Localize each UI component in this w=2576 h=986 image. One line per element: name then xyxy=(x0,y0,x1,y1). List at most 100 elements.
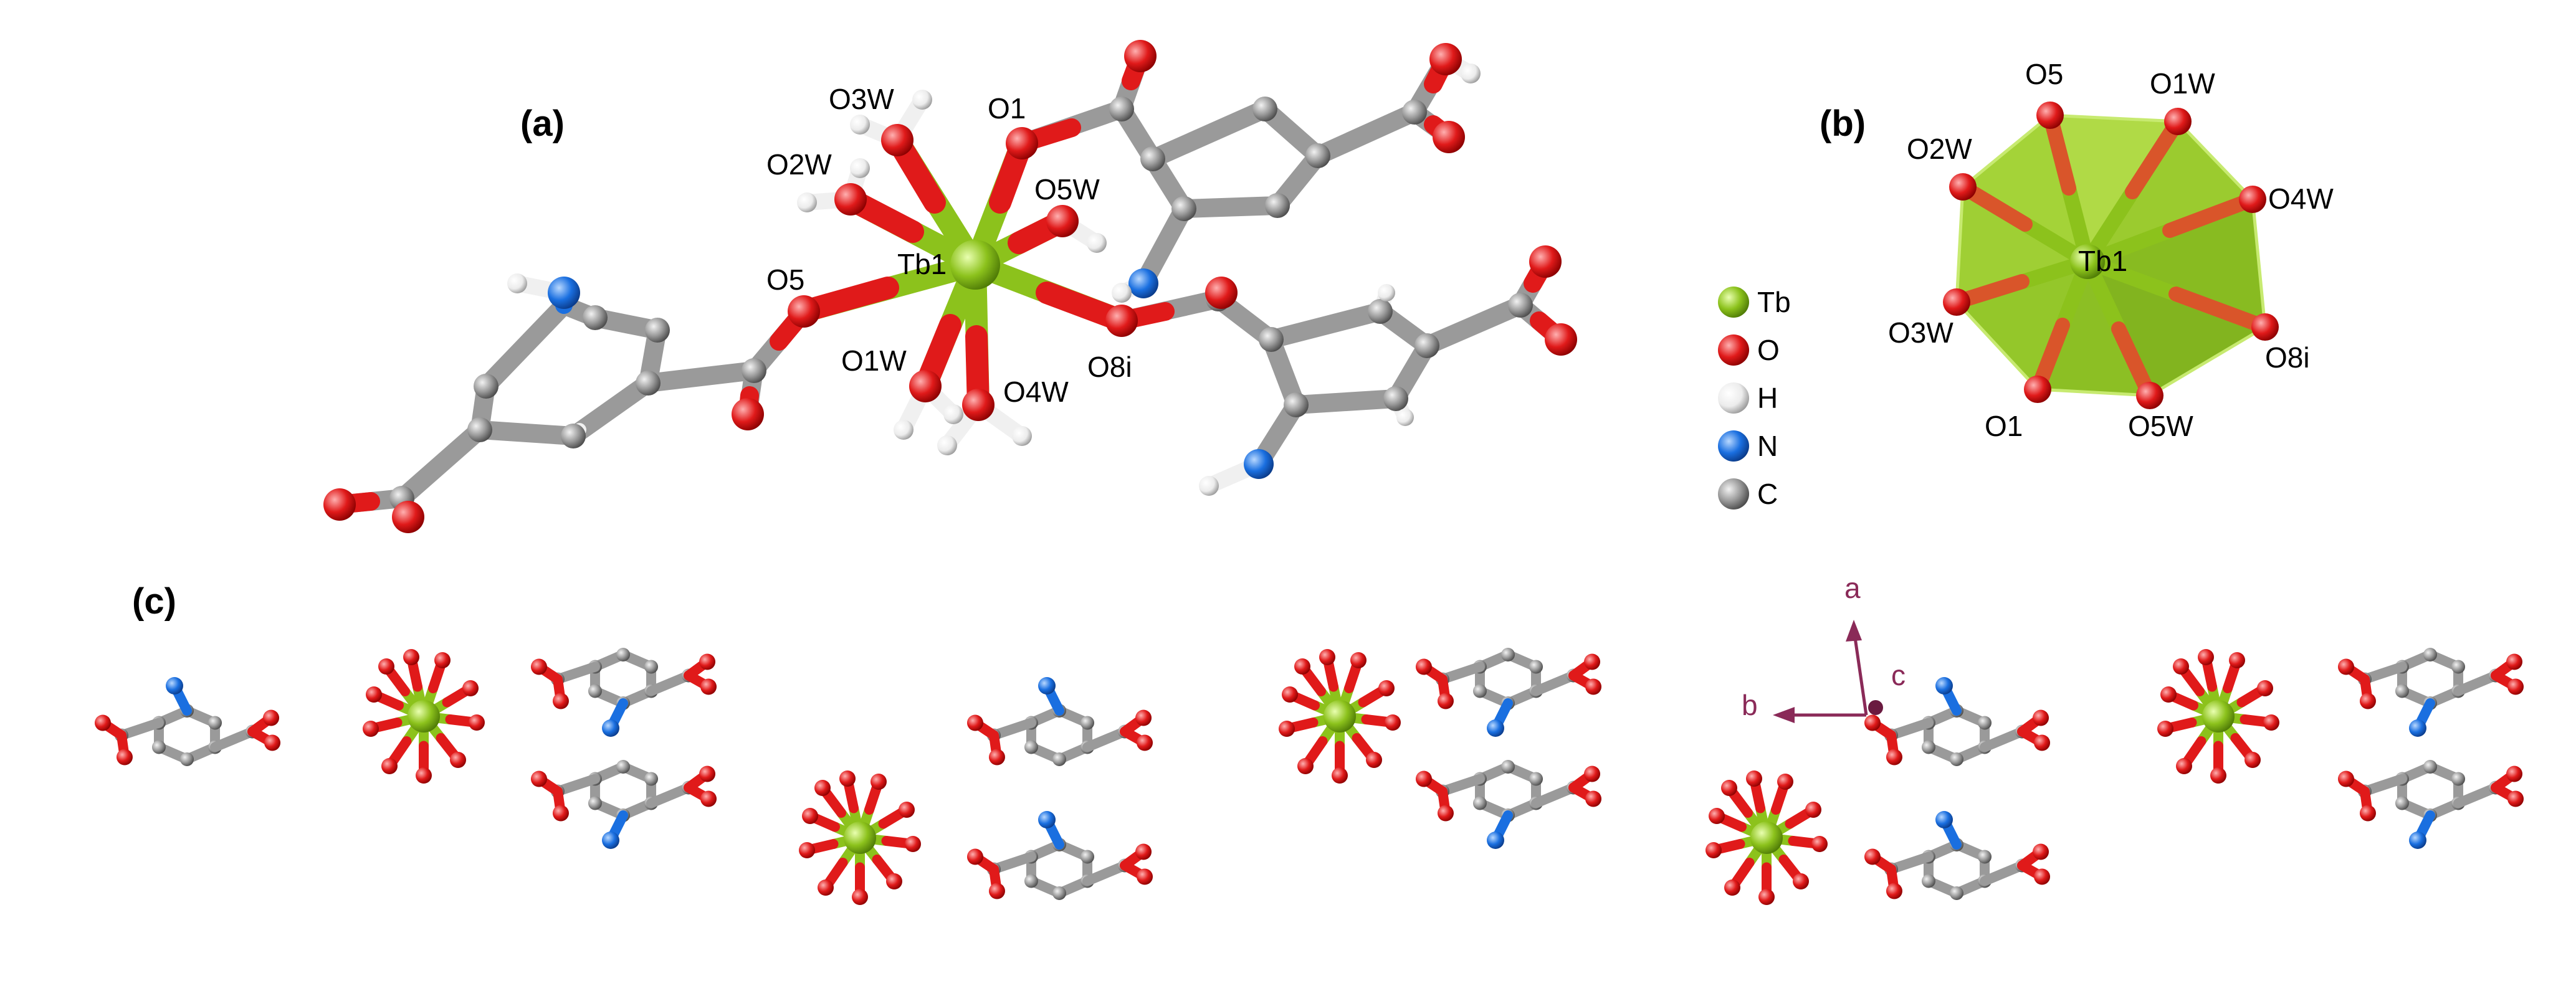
atom-c xyxy=(474,374,499,399)
atom-h xyxy=(850,158,870,178)
chain-atom-o xyxy=(1135,843,1152,860)
chain-atom-o xyxy=(2257,680,2273,696)
legend-item-h: H xyxy=(1718,382,1778,414)
atom-c xyxy=(583,305,608,330)
chain-atom-o xyxy=(1811,836,1828,852)
chain-atom-o xyxy=(1366,752,1382,768)
legend-c-swatch xyxy=(1718,478,1749,510)
chain-atom-o xyxy=(1332,767,1348,784)
chain-atom-o xyxy=(469,714,485,731)
chain-atom-n xyxy=(166,677,183,694)
legend: Tb O H N C xyxy=(1718,286,1791,510)
atom-o xyxy=(1433,121,1465,153)
chain-atom-o xyxy=(264,734,281,751)
chain-atom-o xyxy=(1415,658,1432,675)
atom-c xyxy=(1402,100,1427,125)
chain-atom-n xyxy=(602,719,619,737)
chain-atom-o xyxy=(2173,658,2189,675)
panel-a-label: (a) xyxy=(520,103,565,144)
panel-b-bonds xyxy=(1949,108,2273,403)
chain-atom-o xyxy=(2198,649,2214,665)
atom-tb1 xyxy=(2070,244,2105,279)
chain-atom-o xyxy=(1746,770,1762,787)
chain-atom-o xyxy=(699,766,716,782)
atom-o xyxy=(1205,277,1238,309)
atom-h xyxy=(850,115,870,135)
chain-atom-o xyxy=(988,883,1005,899)
atom-o2w xyxy=(834,183,867,216)
chain-atom-o xyxy=(403,649,419,665)
atom-o3w xyxy=(881,124,914,156)
atom-c xyxy=(1305,143,1330,168)
chain-atom-o xyxy=(1294,658,1310,675)
chain-atom-o xyxy=(2033,843,2049,860)
atom-h xyxy=(1112,283,1132,303)
legend-item-tb: Tb xyxy=(1718,286,1791,318)
polyhedron-face xyxy=(2087,262,2265,396)
atom-h xyxy=(1461,64,1481,83)
chain-atom-o xyxy=(2244,752,2261,768)
chain-atom-c xyxy=(644,660,659,674)
panel-b: (b) xyxy=(1820,58,2334,442)
chain-atom-o xyxy=(1705,842,1722,858)
chain-atom-o xyxy=(2157,721,2173,737)
chain-atom-o xyxy=(1585,678,1602,695)
chain-atom-n xyxy=(1935,811,1953,828)
atom-c xyxy=(742,358,766,383)
chain-atom-c xyxy=(151,740,166,754)
chain-atom-tb xyxy=(844,822,876,854)
chain-atom-c xyxy=(208,716,222,730)
atom-h xyxy=(1087,233,1107,253)
chain-atom-o xyxy=(2033,709,2049,726)
axis-c-dot xyxy=(1868,700,1883,715)
chain-atom-tb xyxy=(1750,822,1783,854)
chain-atom-o xyxy=(852,889,868,905)
chain-atom-o xyxy=(899,802,915,818)
chain-atom-o xyxy=(814,780,831,796)
atom-o xyxy=(732,398,764,430)
polyhedron-face xyxy=(2038,262,2150,396)
chain-atom-c xyxy=(1024,874,1038,888)
chain-atom-n xyxy=(1487,832,1504,849)
chain-atom-o xyxy=(552,805,569,822)
chain-atom-n xyxy=(1038,677,1056,694)
panel-b-atoms xyxy=(1943,102,2279,409)
legend-o-swatch xyxy=(1718,334,1749,366)
chain-atom-n xyxy=(2409,719,2426,737)
atom-h xyxy=(894,420,914,440)
chain-atom-n xyxy=(1038,811,1056,828)
panel-b-label: (b) xyxy=(1820,103,1866,144)
atom-o xyxy=(1429,43,1462,75)
chain-atom-n xyxy=(1935,677,1953,694)
coordination-chain xyxy=(94,648,2524,905)
chain-atom-o xyxy=(1724,879,1740,896)
atom-c xyxy=(1259,327,1284,352)
legend-h-swatch xyxy=(1718,382,1749,414)
atom-o xyxy=(323,488,356,521)
legend-item-n: N xyxy=(1718,430,1778,462)
panel-c-label: (c) xyxy=(132,581,176,622)
chain-atom-o xyxy=(2337,658,2354,675)
chain-atom-c xyxy=(180,752,194,766)
legend-o-label: O xyxy=(1757,334,1780,366)
axis-b-label: b xyxy=(1742,689,1758,721)
legend-item-c: C xyxy=(1718,478,1778,510)
chain-atom-o xyxy=(366,686,382,703)
label-o2w: O2W xyxy=(766,148,832,181)
chain-atom-c xyxy=(1950,752,1963,766)
label-o8i: O8i xyxy=(2265,341,2310,374)
atom-o8i xyxy=(1105,305,1138,337)
chain-atom-c xyxy=(2423,648,2437,661)
label-tb1: Tb1 xyxy=(897,248,947,280)
chain-atom-c xyxy=(1472,796,1487,810)
chain-atom-o xyxy=(2507,790,2524,807)
atom-o2w xyxy=(1949,173,1977,201)
chain-atom-o xyxy=(700,678,717,695)
polyhedron-face xyxy=(2087,199,2265,327)
atom-o xyxy=(1545,323,1577,356)
chain-atom-o xyxy=(1777,774,1793,790)
label-o8i: O8i xyxy=(1087,351,1132,383)
chain-atom-o xyxy=(2176,758,2192,774)
chain-atom-o xyxy=(2506,766,2523,782)
atom-o1 xyxy=(2024,376,2051,403)
